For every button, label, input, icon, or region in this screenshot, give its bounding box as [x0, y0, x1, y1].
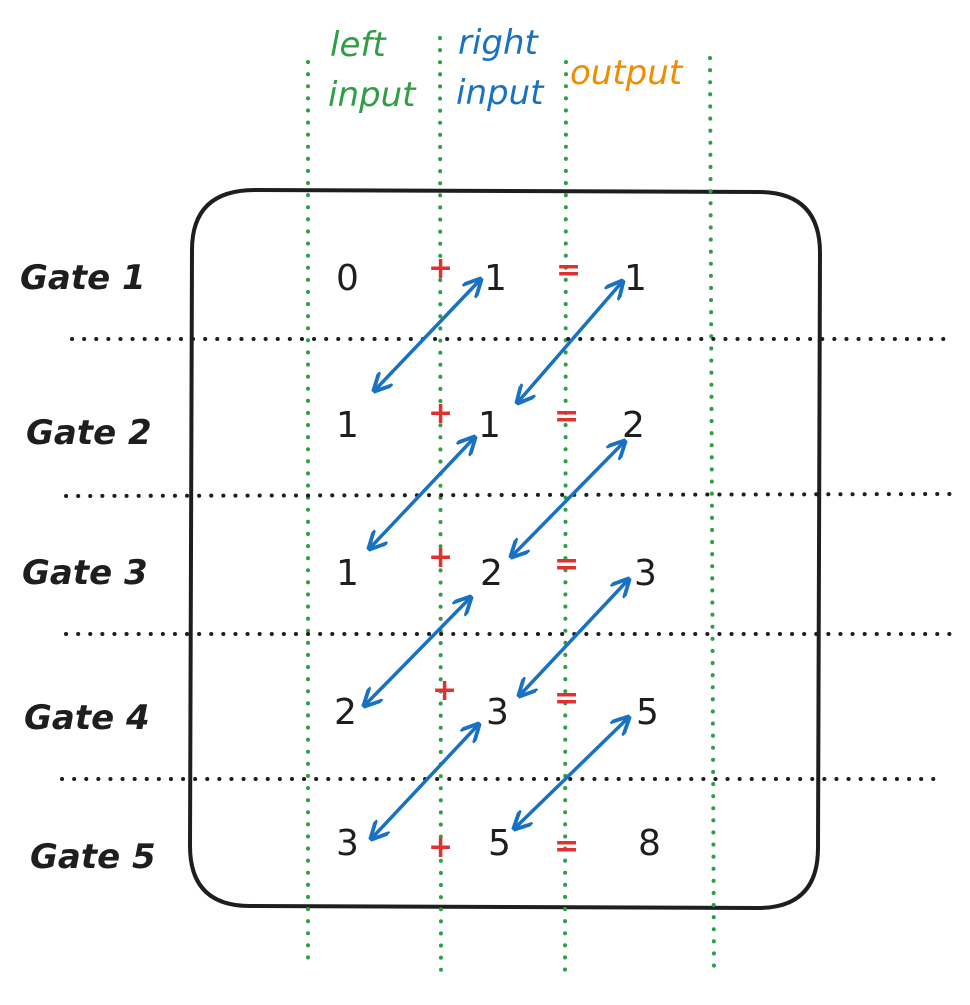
- gate-2-equals-sign: =: [554, 399, 579, 434]
- gate-1-left-value: 0: [336, 258, 359, 299]
- copy-arrow-g3-right-to-g4-left: [365, 598, 470, 705]
- copy-constraint-arrows: [365, 280, 628, 838]
- gate-2-right-value: 1: [478, 405, 501, 446]
- gate-1-plus-sign: +: [428, 251, 453, 286]
- right-input-header-line1: right: [458, 23, 540, 63]
- gate-1-right-value: 1: [484, 258, 507, 299]
- gate-3-plus-sign: +: [428, 540, 453, 575]
- gate-3-output-value: 3: [634, 553, 657, 594]
- gate-4-equals-sign: =: [554, 681, 579, 716]
- gate-label-2: Gate 2: [26, 413, 152, 453]
- gate-label-3: Gate 3: [22, 553, 148, 593]
- gate-1-output-value: 1: [624, 258, 647, 299]
- copy-arrow-g2-right-to-g3-left: [370, 438, 474, 548]
- gate-4-output-value: 5: [636, 692, 659, 733]
- gate-2-output-value: 2: [622, 405, 645, 446]
- table-frame: [188, 188, 822, 910]
- gate-3-left-value: 1: [336, 553, 359, 594]
- gate-label-4: Gate 4: [24, 698, 150, 738]
- output-header: output: [570, 53, 684, 93]
- left-input-header-line2: input: [328, 75, 417, 115]
- column-dividers: [306, 36, 716, 977]
- left-input-header-line1: left: [330, 25, 387, 65]
- gate-4-plus-sign: +: [432, 673, 457, 708]
- gate-label-5: Gate 5: [30, 837, 156, 877]
- row-divider-2-3: [64, 492, 952, 498]
- gate-4-right-value: 3: [486, 692, 509, 733]
- gate-5-equals-sign: =: [554, 829, 579, 864]
- gate-1-equals-sign: =: [556, 253, 581, 288]
- copy-arrow-g4-right-to-g5-left: [372, 725, 478, 838]
- gate-3-equals-sign: =: [554, 547, 579, 582]
- copy-arrow-g4-output-to-g5-right: [515, 718, 628, 828]
- gate-5-plus-sign: +: [428, 830, 453, 865]
- row-dividers: [60, 337, 957, 781]
- column-divider-output-edge: [708, 56, 716, 977]
- gate-5-right-value: 5: [488, 823, 511, 864]
- gate-2-left-value: 1: [336, 405, 359, 446]
- copy-arrow-g1-right-to-g2-left: [375, 280, 480, 390]
- gate-4-left-value: 2: [334, 692, 357, 733]
- column-divider-left-right: [438, 36, 443, 977]
- copy-arrow-g1-output-to-g2-right: [518, 282, 622, 402]
- gate-3-right-value: 2: [480, 553, 503, 594]
- copy-arrow-g3-output-to-g4-right: [520, 580, 628, 695]
- gate-5-left-value: 3: [336, 823, 359, 864]
- gate-5-output-value: 8: [638, 823, 661, 864]
- gate-label-1: Gate 1: [20, 258, 146, 298]
- right-input-header-line2: input: [456, 73, 545, 113]
- copy-arrow-g2-output-to-g3-right: [512, 442, 624, 556]
- gate-2-plus-sign: +: [428, 396, 453, 431]
